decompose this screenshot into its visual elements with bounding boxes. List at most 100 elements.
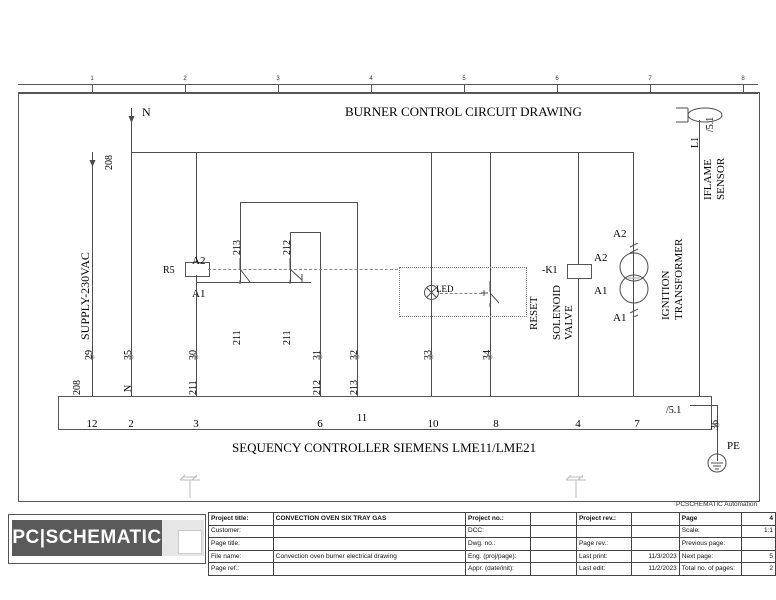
branch-34 [490, 152, 491, 396]
label-solenoid-line2: VALVE [563, 305, 575, 340]
page-value[interactable]: 4 [741, 512, 776, 526]
label-reset: RESET [528, 296, 540, 330]
terminal-11[interactable]: 11 [356, 412, 368, 424]
page-ref-label: Page ref.: [208, 562, 274, 576]
dcc-value[interactable] [530, 524, 577, 539]
dwg-no-value[interactable] [530, 537, 577, 551]
logo-text: PC|SCHEMATIC [12, 527, 162, 548]
label-flame-line2: SENSOR [715, 157, 727, 200]
logo-accent-box-inner [178, 530, 202, 554]
arrow-down-n-icon [128, 109, 135, 123]
rail-node-30 [196, 282, 311, 283]
terminal-10[interactable]: 10 [427, 418, 439, 430]
label-r5: R5 [163, 265, 175, 276]
dcc-label: DCC: [465, 524, 532, 539]
terminal-4[interactable]: 4 [575, 418, 581, 430]
table-row: Page ref.: Appr. (date/init): Last edit:… [208, 562, 776, 576]
scale-label: Scale: [678, 524, 743, 539]
branch-33 [431, 152, 432, 396]
branch-r5 [196, 152, 197, 262]
appr-value[interactable] [530, 562, 577, 576]
total-pages-value[interactable]: 2 [741, 562, 776, 576]
project-no-label: Project no.: [465, 512, 532, 526]
last-edit-value[interactable]: 11/2/2023 [630, 562, 680, 576]
bottom-title: SEQUENCY CONTROLLER SIEMENS LME11/LME21 [232, 440, 537, 455]
ruler: 1 2 3 4 5 6 7 8 [18, 76, 758, 94]
last-print-label: Last print: [575, 549, 632, 564]
project-title-value[interactable]: CONVECTION OVEN SIX TRAY GAS [272, 512, 467, 526]
label-flame-line1: IFLAME [702, 159, 714, 200]
mechanical-link-r5 [208, 269, 398, 270]
label-node-36: 36 [710, 420, 721, 430]
file-name-value[interactable]: Convection oven burner electrical drawin… [272, 549, 467, 564]
next-page-value[interactable]: 5 [741, 549, 776, 564]
label-n-top: N [142, 105, 151, 119]
label-trafo-a2: A2 [613, 228, 627, 240]
branch-32 [357, 202, 358, 396]
label-k1: -K1 [542, 265, 558, 276]
rail-213 [240, 202, 358, 203]
led-lamp-icon [424, 285, 439, 300]
ruler-tick-8: 8 [741, 76, 745, 82]
terminal-2[interactable]: 2 [128, 418, 134, 430]
logo-frame [8, 514, 206, 564]
ruler-tick-2: 2 [183, 76, 187, 82]
dwg-no-label: Dwg. no.: [465, 537, 532, 551]
wire-n-vertical [131, 108, 132, 396]
scale-value[interactable]: 1:1 [741, 524, 776, 539]
project-rev-label: Project rev.: [575, 512, 632, 526]
terminal-6[interactable]: 6 [317, 418, 323, 430]
branch-213-top [240, 202, 241, 282]
page-title-value[interactable] [272, 537, 467, 551]
empty-cell-2 [630, 524, 680, 539]
branch-ignition [633, 152, 634, 396]
terminal-7[interactable]: 7 [634, 418, 640, 430]
ruler-tick-4: 4 [369, 76, 373, 82]
table-row: File name: Convection oven burner electr… [208, 549, 776, 564]
label-ignition-line1: IGNITION [660, 270, 672, 320]
terminal-8[interactable]: 8 [493, 418, 499, 430]
branch-212-top [290, 232, 291, 282]
ruler-tick-6: 6 [555, 76, 559, 82]
table-row: Project title: CONVECTION OVEN SIX TRAY … [208, 512, 776, 526]
label-ref-51-strip: /5.1 [666, 405, 682, 416]
page-ref-mark-right-icon [565, 474, 586, 498]
flame-sensor-icon [676, 107, 723, 123]
terminal-3[interactable]: 3 [193, 418, 199, 430]
terminal-strip [58, 396, 712, 430]
title-block: PC|SCHEMATIC Project title: CONVECTION O… [8, 512, 776, 576]
previous-page-value[interactable] [741, 537, 776, 551]
label-ref-51-top: /5.1 [705, 116, 716, 132]
page-ref-value[interactable] [272, 562, 467, 576]
wire-pe-horizontal [690, 405, 717, 406]
eng-value[interactable] [530, 549, 577, 564]
page-rev-value[interactable] [630, 537, 680, 551]
wire-r5-lower [196, 275, 197, 396]
project-rev-value[interactable] [630, 512, 680, 526]
page-label: Page [678, 512, 743, 526]
reset-group-box [399, 267, 527, 317]
file-name-label: File name: [208, 549, 274, 564]
eng-label: Eng. (proj/page): [465, 549, 532, 564]
reset-pushbutton-icon [481, 281, 500, 307]
ruler-tick-1: 1 [90, 76, 94, 82]
customer-label: Customer: [208, 524, 274, 539]
page-rev-label: Page rev.: [575, 537, 632, 551]
label-k1-a2: A2 [594, 252, 608, 264]
ruler-tick-5: 5 [462, 76, 466, 82]
label-r5-a1: A1 [192, 288, 206, 300]
terminal-12[interactable]: 12 [86, 418, 98, 430]
project-no-value[interactable] [530, 512, 577, 526]
wire-pe-vertical [717, 405, 718, 461]
pcschematic-logo: PC|SCHEMATIC [12, 520, 162, 556]
label-trafo-a1: A1 [613, 312, 627, 324]
rail-n-horizontal [131, 152, 634, 153]
label-l1: L1 [690, 136, 701, 148]
total-pages-label: Total no. of pages: [678, 562, 743, 576]
customer-value[interactable] [272, 524, 467, 539]
drawing-title: BURNER CONTROL CIRCUIT DRAWING [345, 104, 582, 119]
table-row: Customer: DCC: Scale: 1:1 [208, 524, 776, 539]
rail-212 [290, 232, 321, 233]
last-print-value[interactable]: 11/3/2023 [630, 549, 680, 564]
